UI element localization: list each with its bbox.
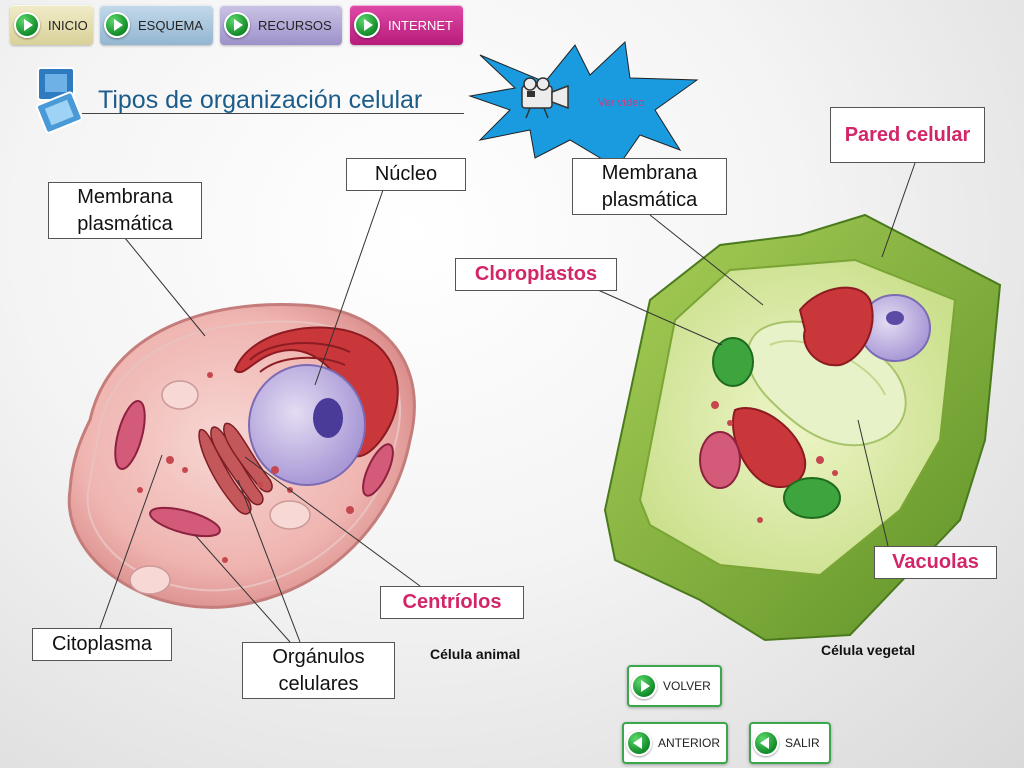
caption-vegetal: Célula vegetal <box>821 642 916 658</box>
label-centriolos: Centríolos <box>380 586 524 619</box>
play-icon <box>224 12 250 38</box>
label-nucleo: Núcleo <box>346 158 466 191</box>
anterior-label: ANTERIOR <box>658 736 721 750</box>
play-icon <box>14 12 40 38</box>
volver-label: VOLVER <box>663 679 711 693</box>
label-pared: Pared celular <box>830 107 985 163</box>
volver-button[interactable]: VOLVER <box>627 665 722 707</box>
label-citoplasma: Citoplasma <box>32 628 172 661</box>
slides-icon <box>35 67 83 134</box>
back-arrow-icon <box>753 730 779 756</box>
nav-recursos-label: RECURSOS <box>258 17 332 33</box>
video-camera-icon <box>521 77 569 119</box>
leader-lines <box>99 162 916 643</box>
label-cloroplastos: Cloroplastos <box>455 258 617 291</box>
play-icon <box>631 673 657 699</box>
label-organulos: Orgánulos celulares <box>242 642 395 699</box>
nav-recursos-button[interactable]: RECURSOS <box>220 5 342 45</box>
page-title: Tipos de organización celular <box>98 86 423 114</box>
salir-button[interactable]: SALIR <box>749 722 831 764</box>
nav-inicio-button[interactable]: INICIO <box>10 5 93 45</box>
anterior-button[interactable]: ANTERIOR <box>622 722 728 764</box>
salir-label: SALIR <box>785 736 820 750</box>
label-membrana-vegetal: Membrana plasmática <box>572 158 727 215</box>
label-vacuolas: Vacuolas <box>874 546 997 579</box>
animal-cell-illustration <box>67 302 416 609</box>
nav-esquema-button[interactable]: ESQUEMA <box>100 5 213 45</box>
play-icon <box>354 12 380 38</box>
label-membrana-animal: Membrana plasmática <box>48 182 202 239</box>
nav-inicio-label: INICIO <box>48 17 88 33</box>
nav-internet-button[interactable]: INTERNET <box>350 5 463 45</box>
caption-animal: Célula animal <box>430 646 521 662</box>
nav-internet-label: INTERNET <box>388 17 453 33</box>
video-link[interactable]: Ver vídeo <box>598 97 645 109</box>
video-burst[interactable] <box>468 40 699 169</box>
play-icon <box>104 12 130 38</box>
back-arrow-icon <box>626 730 652 756</box>
title-divider <box>82 113 464 114</box>
nav-esquema-label: ESQUEMA <box>138 17 204 33</box>
